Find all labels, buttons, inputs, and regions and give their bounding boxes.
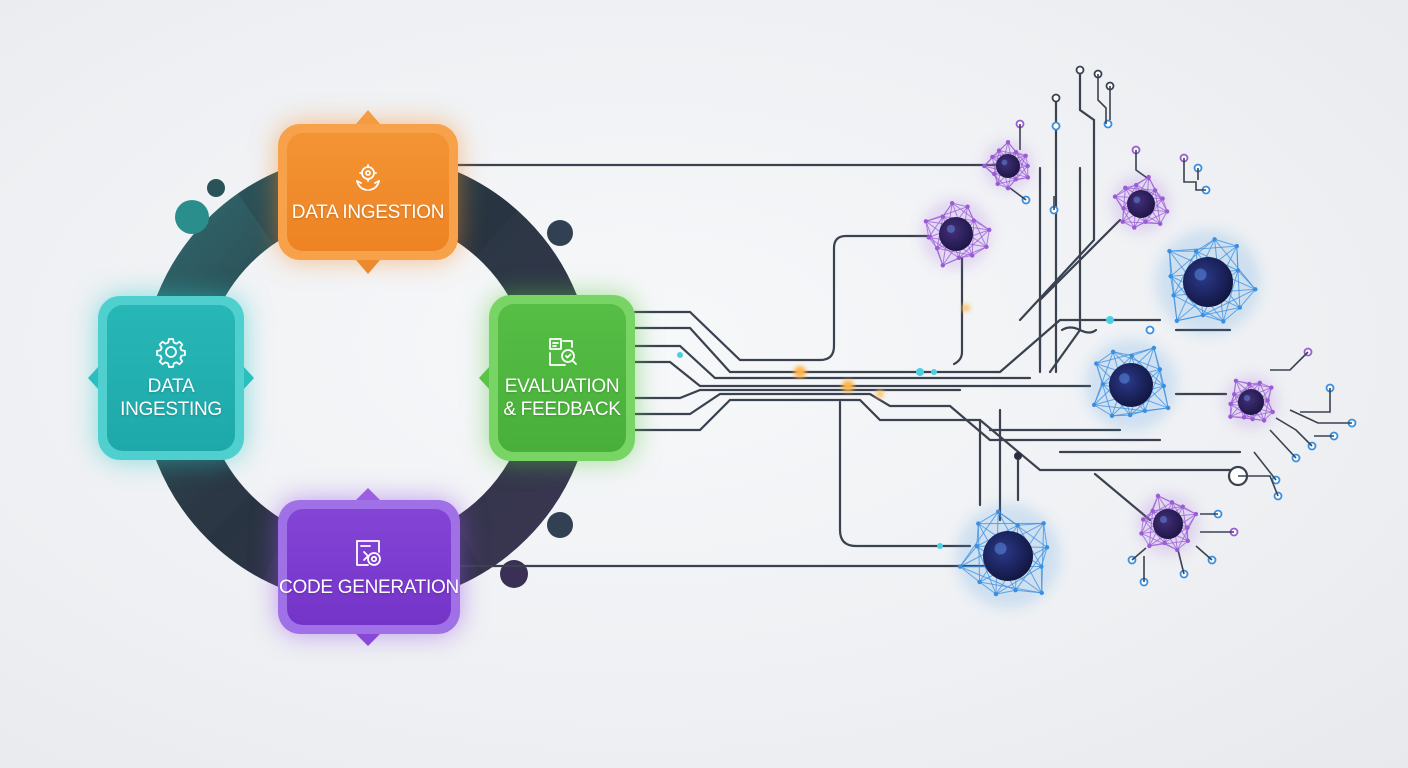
arrow-marker — [243, 366, 254, 390]
stage-data-ingestion-label: DATA INGESTION — [291, 201, 445, 223]
stage-code-generation-label: CODE GENERATION — [279, 576, 459, 598]
arrow-marker — [356, 110, 380, 124]
network-node — [1084, 338, 1178, 432]
data-ingestion-hand-icon — [356, 163, 380, 191]
network-node — [982, 139, 1034, 192]
network-node — [1111, 174, 1171, 234]
circuit-trace — [1038, 218, 1122, 362]
ring-bead — [175, 200, 209, 234]
code-target-icon — [356, 539, 381, 566]
ring-bead — [547, 220, 573, 246]
stage-data-ingesting[interactable]: DATA INGESTING — [98, 296, 244, 460]
ring-bead — [500, 560, 528, 588]
network-node — [1223, 374, 1279, 430]
signal-sparks — [677, 304, 1154, 549]
ring-bead — [547, 512, 573, 538]
network-node — [1155, 229, 1261, 335]
stage-data-ingesting-panel — [107, 305, 235, 451]
circuit-pins — [1015, 65, 1357, 587]
network-node — [1136, 492, 1200, 556]
stage-code-generation-content: CODE GENERATION — [279, 536, 459, 599]
stage-evaluation-feedback[interactable]: EVALUATION & FEEDBACK — [489, 295, 635, 461]
arrow-marker — [356, 488, 380, 500]
stage-evaluation-feedback-content: EVALUATION & FEEDBACK — [503, 335, 621, 421]
ring-bead — [207, 179, 225, 197]
stage-data-ingesting-label: DATA INGESTING — [120, 376, 222, 420]
evaluation-doc-icon — [549, 338, 577, 366]
stage-data-ingestion-panel — [287, 133, 449, 251]
circuit-trace — [633, 318, 1162, 374]
stage-data-ingestion[interactable]: DATA INGESTION — [278, 124, 458, 260]
circuit-trace — [633, 398, 1242, 472]
network-node — [955, 503, 1061, 609]
circuit-trace — [952, 256, 964, 366]
pin-leads — [1009, 74, 1352, 582]
stage-evaluation-feedback-label: EVALUATION & FEEDBACK — [503, 376, 621, 420]
stage-code-generation-panel — [287, 509, 451, 625]
stage-data-ingesting-content: DATA INGESTING — [120, 335, 222, 421]
network-node — [920, 198, 992, 270]
network-clusters — [920, 139, 1279, 609]
circuit-trace — [633, 388, 962, 400]
arrow-marker — [88, 366, 99, 390]
circuit-trace — [633, 234, 932, 362]
stage-data-ingestion-content: DATA INGESTION — [291, 161, 445, 224]
arrow-marker — [356, 260, 380, 274]
stage-evaluation-feedback-panel — [498, 304, 626, 452]
circuit-trace — [1060, 326, 1098, 334]
gear-icon — [156, 338, 186, 368]
arrow-marker — [479, 366, 490, 390]
circuit-trace — [633, 344, 1032, 380]
circuit-trace — [633, 392, 1162, 442]
circuit-trace — [838, 400, 972, 548]
circuit-trace — [1018, 68, 1096, 322]
circuit-trace — [633, 360, 1092, 388]
arrow-marker — [356, 634, 380, 646]
stage-code-generation[interactable]: CODE GENERATION — [278, 500, 460, 634]
